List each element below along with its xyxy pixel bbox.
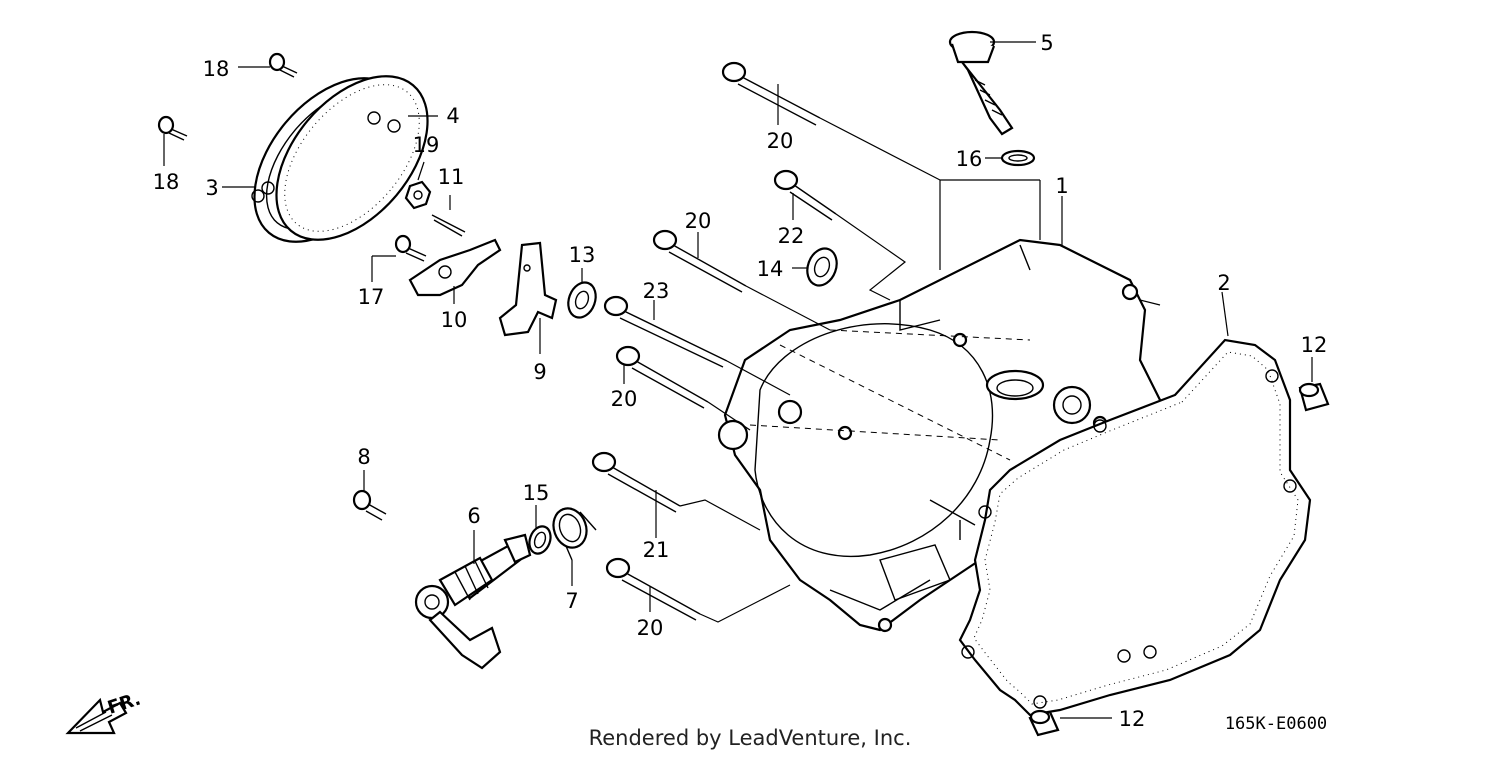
- callout-label: 14: [757, 257, 784, 281]
- callout-label: 17: [358, 285, 385, 309]
- callout-label: 9: [533, 360, 546, 384]
- front-direction-label: FR.: [105, 688, 143, 718]
- callout-label: 20: [685, 209, 712, 233]
- part-10-cam: [408, 238, 502, 297]
- part-14-bearing: [806, 247, 838, 287]
- callout-label: 21: [643, 538, 670, 562]
- callout-label: 2: [1217, 271, 1230, 295]
- flange-bolts: [591, 61, 837, 621]
- part-12-dowel-pins: [1028, 382, 1330, 737]
- part-7-return-spring: [552, 507, 597, 561]
- part-5-oil-filler-cap: [948, 30, 1014, 136]
- callout-label: 13: [569, 243, 596, 267]
- part-9-plate: [498, 241, 558, 337]
- callout-label: 18: [203, 57, 230, 81]
- part-1-right-crankcase-cover: [717, 238, 1167, 633]
- callout-label: 22: [778, 224, 805, 248]
- callout-label: 6: [467, 504, 480, 528]
- callout-label: 19: [413, 133, 440, 157]
- callout-numbers: 1 2 3 4 5 6 7 8 9 10 11 12 12 13 14 15 1…: [153, 31, 1328, 731]
- callout-label: 20: [637, 616, 664, 640]
- callout-label: 11: [438, 165, 465, 189]
- part-16-o-ring: [1000, 149, 1036, 167]
- callout-label: 7: [565, 589, 578, 613]
- callout-label: 12: [1301, 333, 1328, 357]
- callout-label: 1: [1055, 174, 1068, 198]
- part-13-bearing: [567, 281, 597, 319]
- callout-label: 4: [446, 104, 459, 128]
- callout-label: 12: [1119, 707, 1146, 731]
- callout-label: 5: [1040, 31, 1053, 55]
- part-18-screws: [157, 52, 298, 141]
- callout-label: 3: [205, 176, 218, 200]
- part-15-oil-seal: [528, 525, 552, 555]
- credit-text: Rendered by LeadVenture, Inc.: [588, 726, 912, 750]
- callout-label: 15: [523, 481, 550, 505]
- part-11-spring: [431, 214, 466, 237]
- diagram-code: 165K-E0600: [1225, 714, 1327, 734]
- part-3-4-clutch-cover-and-gasket: [251, 75, 429, 243]
- callout-label: 23: [643, 279, 670, 303]
- callout-label: 20: [767, 129, 794, 153]
- part-17-screw: [394, 234, 427, 262]
- callout-label: 10: [441, 308, 468, 332]
- callout-label: 20: [611, 387, 638, 411]
- callout-label: 16: [956, 147, 983, 171]
- callout-label: 8: [357, 445, 370, 469]
- part-6-spindle: [414, 533, 532, 670]
- part-19-nut: [404, 180, 432, 210]
- callout-label: 18: [153, 170, 180, 194]
- part-8-bolt: [352, 489, 387, 521]
- leader-lines: [163, 41, 1313, 719]
